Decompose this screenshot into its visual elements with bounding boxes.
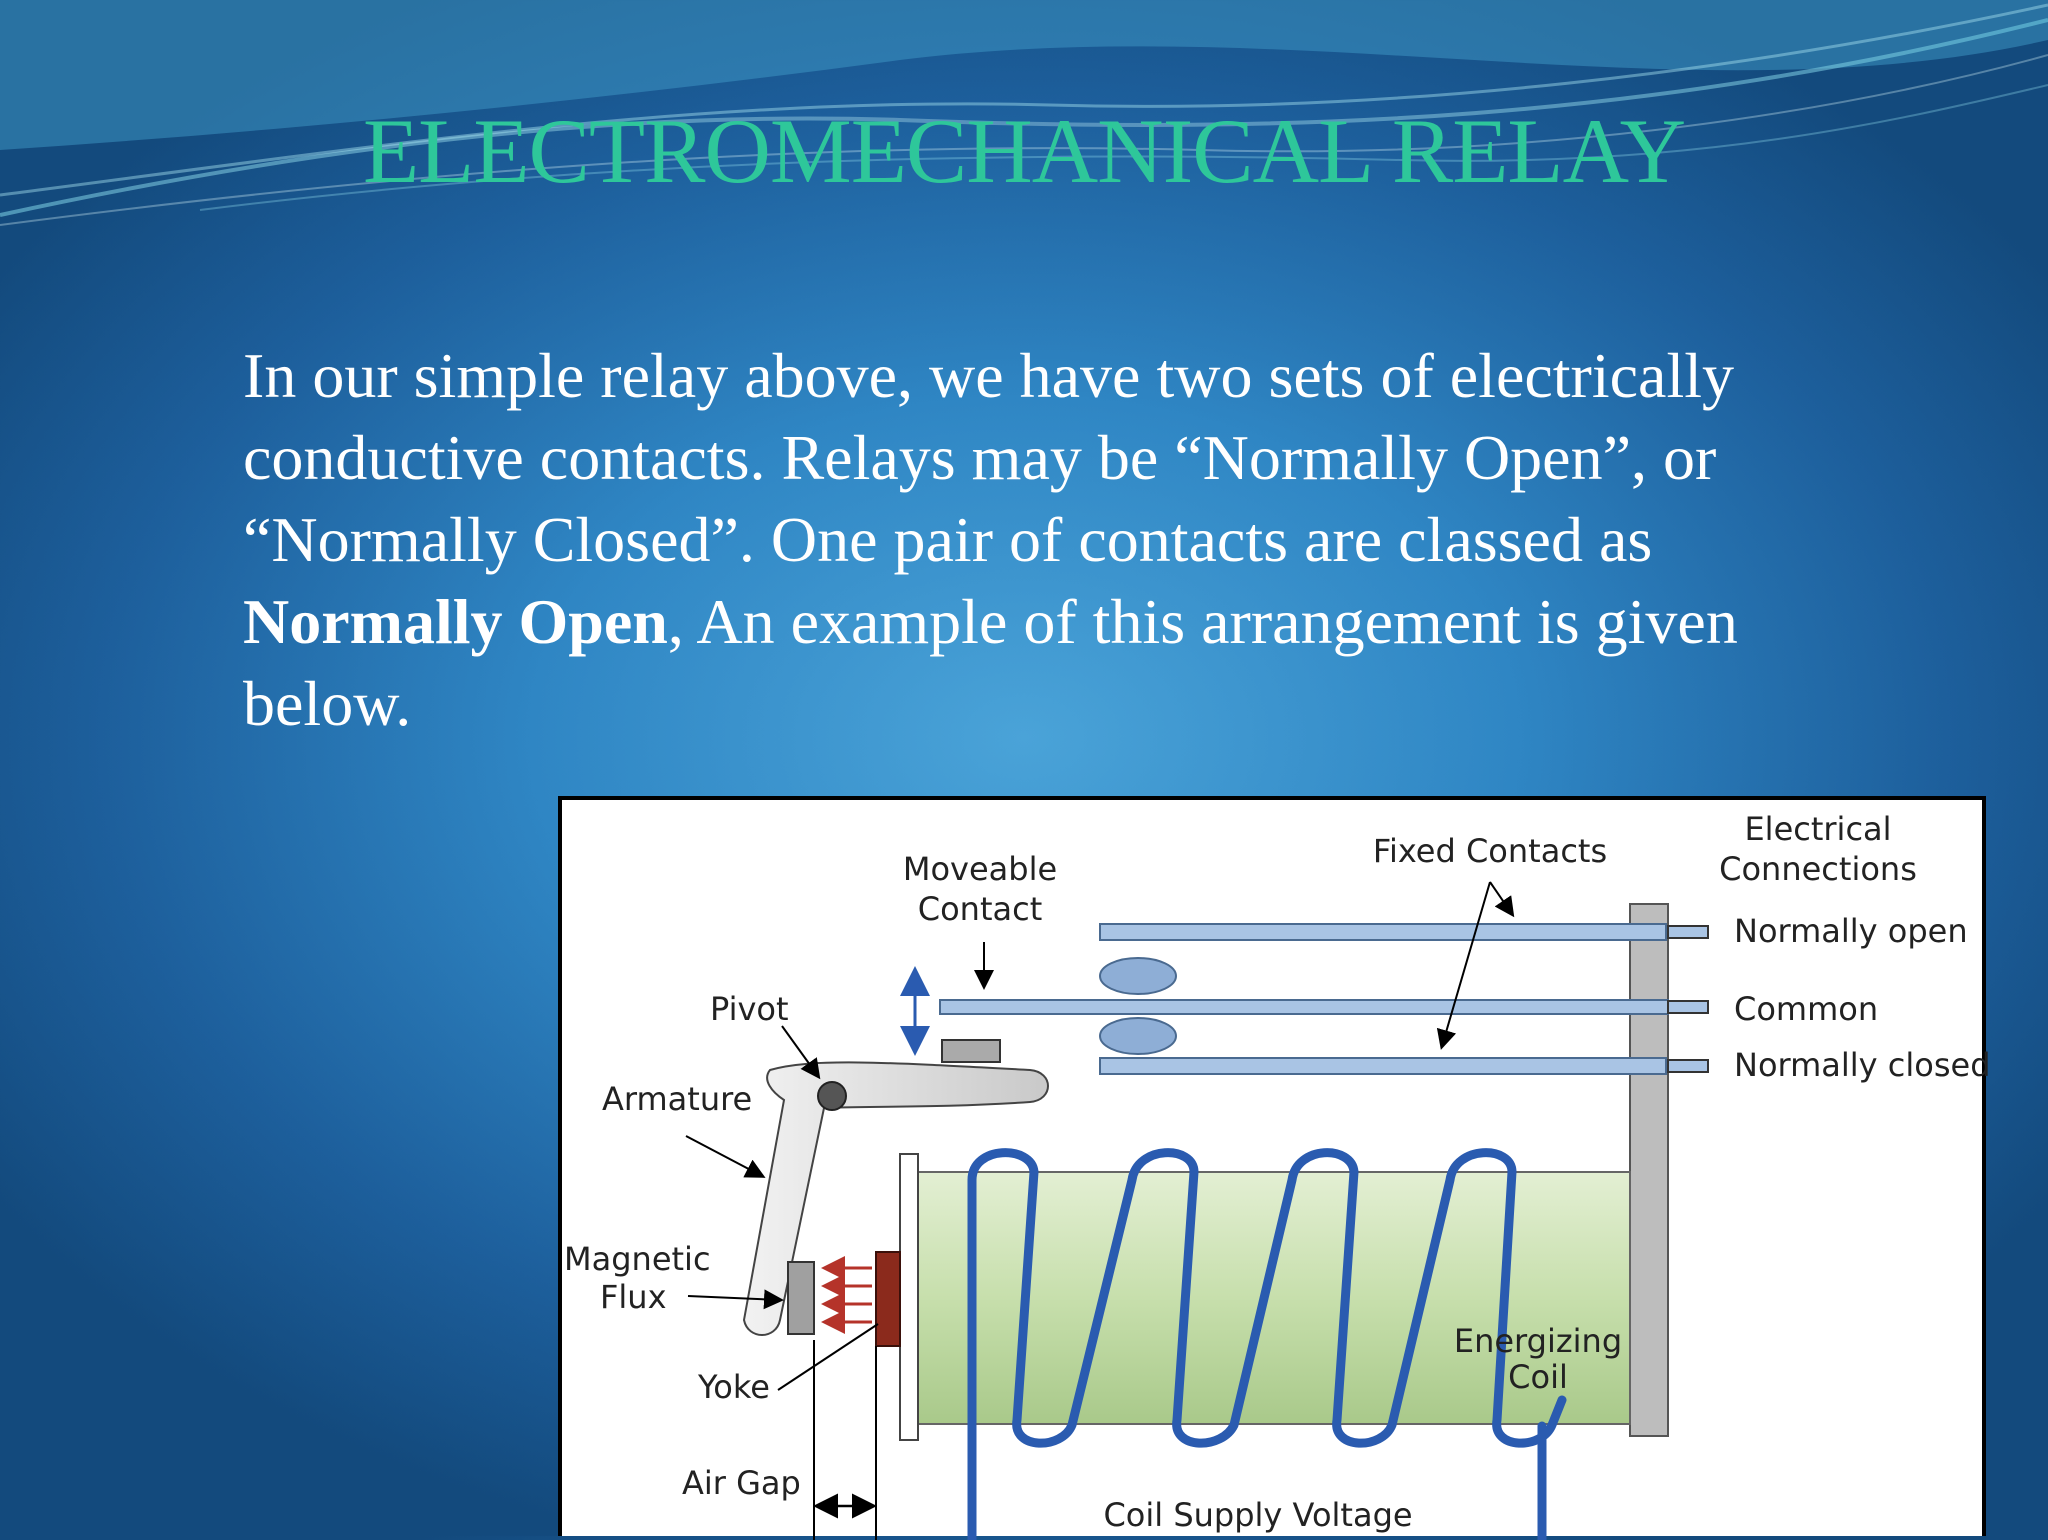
normally-open-strip (1099, 923, 1667, 941)
label-air-gap: Air Gap (682, 1464, 801, 1502)
label-energizing-coil: Coil (1508, 1358, 1568, 1396)
armature-arrow (685, 1135, 766, 1178)
label-pivot: Pivot (710, 990, 789, 1028)
coil-winding (967, 1148, 1567, 1540)
paragraph-text-start: In our simple relay above, we have two s… (243, 340, 1734, 575)
background-waves (0, 0, 2048, 226)
label-common: Common (1734, 990, 1878, 1028)
paragraph-bold-term: Normally Open (243, 586, 668, 657)
pivot-arrow (781, 1025, 821, 1080)
label-moveable-contact: Moveable (903, 850, 1057, 888)
armature-contact-pad (941, 1039, 1001, 1063)
common-terminal (1667, 1000, 1709, 1014)
fixed-contacts-arrow (1436, 881, 1491, 1050)
pivot-point (817, 1081, 847, 1111)
label-magnetic-flux: Flux (600, 1278, 667, 1316)
normally-closed-strip (1099, 1057, 1667, 1075)
slide-title: ELECTROMECHANICAL RELAY (362, 100, 1686, 202)
label-electrical-connections: Connections (1719, 850, 1917, 888)
slide-paragraph: In our simple relay above, we have two s… (243, 335, 1883, 745)
yoke-arrow (777, 1323, 879, 1391)
normally-closed-terminal (1667, 1059, 1709, 1073)
label-coil-supply-voltage: Coil Supply Voltage (1103, 1496, 1412, 1534)
label-normally-closed: Normally closed (1734, 1046, 1990, 1084)
relay-diagram: Moveable Contact Fixed Contacts Electric… (558, 796, 1990, 1540)
label-moveable-contact: Contact (918, 890, 1043, 928)
label-fixed-contacts: Fixed Contacts (1373, 832, 1607, 870)
coil-end-plate (899, 1153, 919, 1441)
armature-pole (787, 1261, 815, 1335)
terminal-bar (1629, 903, 1669, 1437)
yoke (875, 1251, 901, 1347)
contact-button (1099, 957, 1177, 995)
magnetic-flux-arrow (687, 1289, 784, 1310)
label-energizing-coil: Energizing (1454, 1322, 1622, 1360)
normally-open-terminal (1667, 925, 1709, 939)
fixed-contacts-arrow (1489, 881, 1515, 918)
label-yoke: Yoke (697, 1368, 770, 1406)
contact-button (1099, 1017, 1177, 1055)
relay-diagram-svg: Moveable Contact Fixed Contacts Electric… (564, 810, 1990, 1540)
label-electrical-connections: Electrical (1744, 810, 1891, 848)
label-normally-open: Normally open (1734, 912, 1968, 950)
common-strip (939, 999, 1669, 1015)
flux-arrows (821, 1256, 872, 1334)
label-armature: Armature (602, 1080, 752, 1118)
paragraph-text-end: , An example of this arrangement is give… (243, 586, 1738, 739)
label-magnetic-flux: Magnetic (564, 1240, 711, 1278)
